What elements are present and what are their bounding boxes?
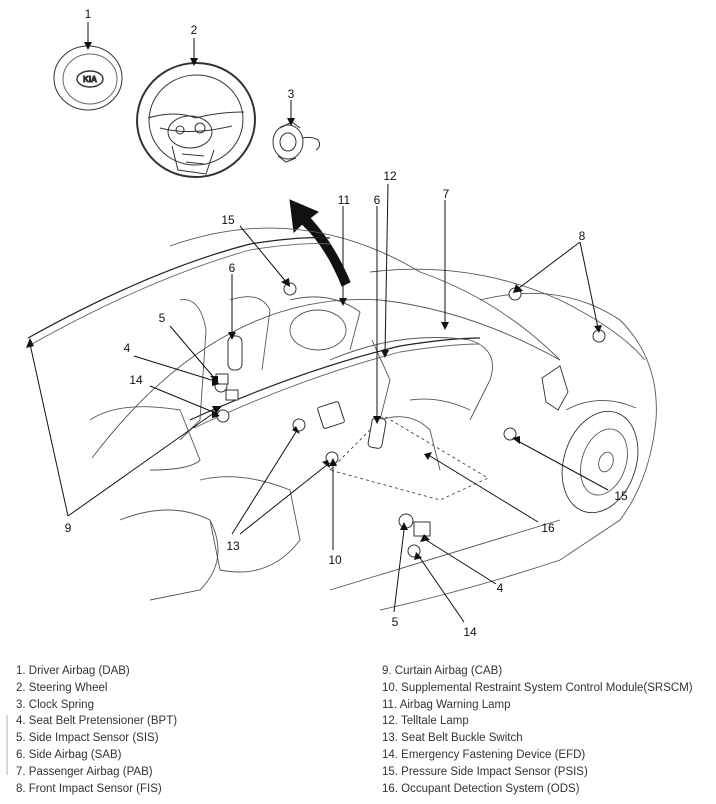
legend-item: 2. Steering Wheel [16,681,108,694]
legend-item: 5. Side Impact Sensor (SIS) [16,732,159,745]
clock-spring-illustration [272,121,321,163]
legend-item: 11. Airbag Warning Lamp [382,698,511,711]
legend-item: 13. Seat Belt Buckle Switch [382,732,523,745]
callout-10: 10 [328,553,342,567]
driver-airbag-illustration: KIA [53,45,123,111]
callout-4-lower: 4 [497,581,504,595]
callout-14-lower: 14 [463,625,477,639]
callout-5-lower: 5 [392,615,399,629]
module-shapes [215,335,431,537]
callout-15-right: 15 [614,489,628,503]
callout-labels: 1 2 3 12 7 11 6 15 8 6 5 4 14 15 9 16 13… [65,7,628,639]
legend-item: 4. Seat Belt Pretensioner (BPT) [16,715,178,728]
callout-2: 2 [191,23,198,37]
callout-1: 1 [85,7,92,21]
callout-8: 8 [579,229,586,243]
callout-15-left: 15 [221,213,235,227]
legend-right-column: 9. Curtain Airbag (CAB) 10. Supplemental… [382,663,716,797]
legend-item: 1. Driver Airbag (DAB) [16,665,130,677]
steering-wheel-illustration [136,61,256,179]
callout-16: 16 [541,521,555,535]
legend-item: 15. Pressure Side Impact Sensor (PSIS) [382,765,588,778]
legend-left-column: 1. Driver Airbag (DAB) 2. Steering Wheel… [16,663,356,797]
legend-item: 7. Passenger Airbag (PAB) [16,765,153,778]
callout-7: 7 [443,187,450,201]
legend-item: 9. Curtain Airbag (CAB) [382,665,503,677]
callout-11: 11 [338,193,351,207]
legend-item: 8. Front Impact Sensor (FIS) [16,782,162,795]
side-airbag-shape [227,335,243,371]
leader-lines [29,22,609,623]
kia-emblem: KIA [83,75,97,84]
pretensioner-detail-shape [413,521,431,537]
vehicle-body-sketch [27,227,657,611]
callout-3: 3 [288,87,295,101]
sensor-markers [214,282,606,558]
srs-component-diagram: KIA [26,7,657,639]
legend-item: 12. Telltale Lamp [382,715,469,728]
pretensioner-lower-shape [225,389,239,401]
sis-detail-marker [398,513,414,529]
callout-6-left: 6 [229,261,236,275]
legend-item: 16. Occupant Detection System (ODS) [382,782,580,795]
margin-bar [6,715,8,775]
callout-14-top: 14 [129,373,143,387]
legend-item: 10. Supplemental Restraint System Contro… [382,681,693,694]
psis-right-marker [503,427,517,441]
callout-12: 12 [383,169,397,183]
callout-9: 9 [65,521,72,535]
arrow-heads [26,42,602,560]
removal-direction-arrow [289,199,351,287]
legend-item: 6. Side Airbag (SAB) [16,748,122,761]
legend-item: 3. Clock Spring [16,698,94,711]
callout-6-top: 6 [374,193,381,207]
callout-4-top: 4 [124,341,131,355]
srscm-shape [317,401,345,429]
callout-5-top: 5 [159,311,166,325]
legend-item: 14. Emergency Fastening Device (EFD) [382,748,586,761]
callout-13: 13 [226,539,240,553]
psis-left-marker [283,282,297,296]
